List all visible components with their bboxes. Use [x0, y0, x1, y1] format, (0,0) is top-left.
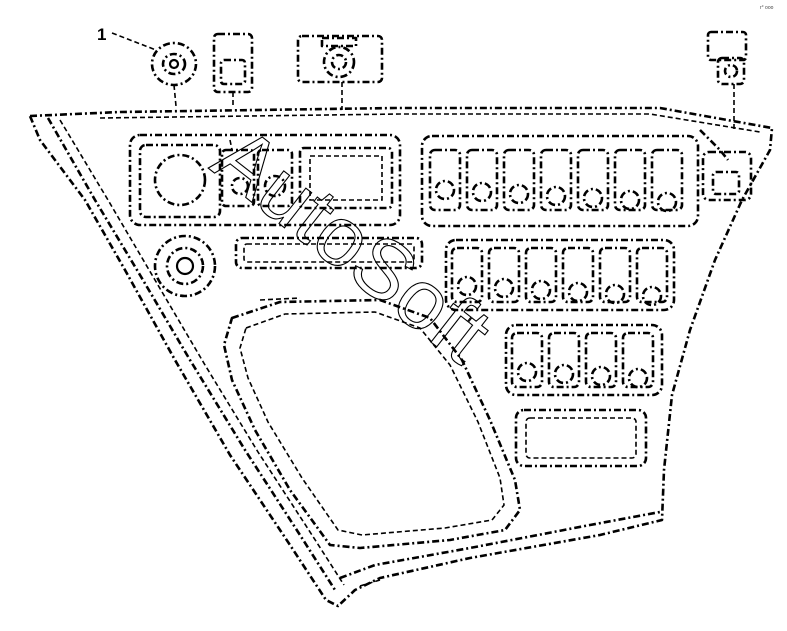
switch-bank-top	[428, 148, 684, 213]
dashboard-panel	[28, 106, 774, 608]
part-rocker-switch	[212, 32, 254, 108]
leader-line-1	[111, 32, 157, 51]
switch-bank-lower	[510, 331, 655, 389]
switch-bank-middle	[450, 246, 669, 307]
corner-reference-mark: r° ooo	[760, 5, 774, 11]
part-key-switch	[706, 30, 748, 130]
part-gauge-module	[296, 34, 384, 110]
callout-label-1: 1	[97, 25, 106, 44]
part-round-knob	[150, 41, 198, 107]
